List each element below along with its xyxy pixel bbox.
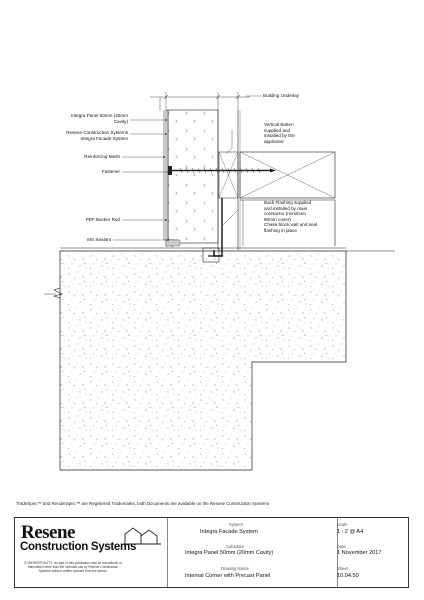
brand-subtitle: Construction Systems	[20, 541, 137, 553]
callout-vertical-batten: Vertical Batten supplied and installed b…	[264, 122, 295, 144]
leader-lines	[113, 95, 262, 241]
trademark-note: TradeSpec™ and RenderSpec™ are Registere…	[16, 501, 269, 506]
house-outline-icon	[123, 527, 161, 545]
timber-framing	[239, 151, 336, 246]
callout-fastener: Fastener	[101, 169, 120, 174]
company-logo: Resene Construction Systems CONFIDENTIAL…	[15, 518, 167, 587]
substrate-label: Substrate	[226, 544, 244, 549]
sheet-value: 10.04.50	[337, 573, 359, 579]
system-value: Integra Facade System	[200, 529, 258, 535]
concrete-slab	[59, 247, 395, 471]
break-line-left	[52, 287, 63, 299]
callout-reinforcing-mesh: Reinforcing Mesh	[84, 154, 120, 159]
integra-panel	[163, 109, 219, 247]
backer-rod	[165, 239, 181, 247]
date-label: Date	[337, 544, 346, 549]
confidentiality-note: CONFIDENTIALITY: No part of this publica…	[24, 561, 122, 573]
drawing-name-label: Drawing Name	[221, 566, 249, 571]
callout-building-underlay: Building Underlay	[263, 93, 300, 98]
drawing-name-value: Internal Corner with Precast Panel	[185, 573, 271, 579]
fastener	[168, 166, 276, 175]
title-block: Resene Construction Systems CONFIDENTIAL…	[14, 517, 409, 588]
back-flashing	[202, 198, 223, 263]
sheet-label: Sheet	[337, 566, 348, 571]
date-value: 1 November 2017	[337, 550, 382, 556]
scale-value: 1 : 2 @ A4	[337, 529, 364, 535]
dimension-line-top	[150, 92, 250, 110]
vertical-batten	[218, 151, 239, 199]
callout-resene-systems: Resene Construction Systems Integra Faca…	[66, 130, 128, 141]
scale-label: Scale	[337, 522, 348, 527]
callout-integra-panel: Integra Panel 50mm (20mm Cavity)	[71, 113, 128, 124]
callout-back-flashing: Back Flashing supplied and installed by …	[264, 200, 318, 233]
brand-name: Resene	[21, 522, 75, 543]
substrate-value: Integra Panel 50mm (20mm Cavity)	[185, 550, 274, 556]
system-label: System	[229, 522, 243, 527]
callout-pef-backer-rod: PEF Backer Rod	[85, 217, 120, 222]
callout-ms-sealant: MS Sealant	[87, 237, 111, 242]
